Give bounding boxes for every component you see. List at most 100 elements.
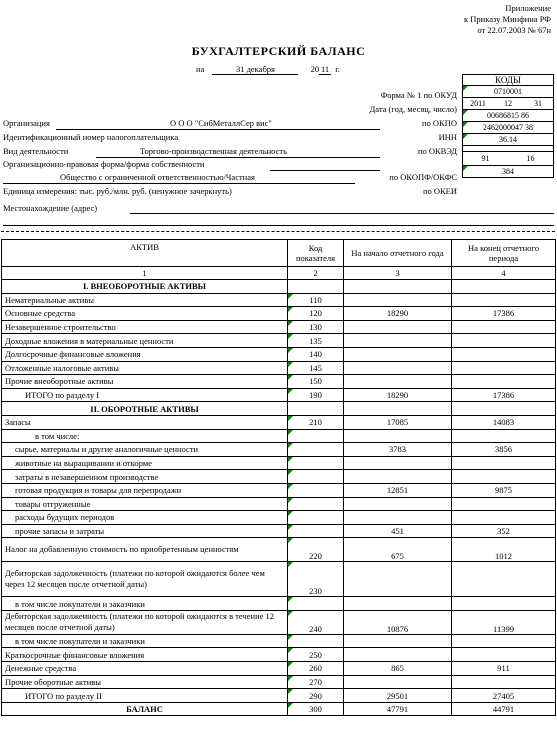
row-start bbox=[343, 360, 452, 376]
row-name: Незавершенное строительство bbox=[1, 319, 288, 335]
table-row: Доходные вложения в материальные ценност… bbox=[1, 333, 556, 348]
row-code: 190 bbox=[287, 387, 344, 403]
code-okud: 0710001 bbox=[462, 86, 554, 98]
code-okfs: 16 bbox=[526, 154, 535, 163]
header-code: Код показателя bbox=[287, 239, 344, 267]
row-end bbox=[451, 374, 556, 389]
row-start: 865 bbox=[343, 661, 452, 676]
section-title: II. ОБОРОТНЫЕ АКТИВЫ bbox=[1, 401, 288, 416]
row-name: товары отгруженные bbox=[1, 496, 288, 512]
code-date-day: 31 bbox=[534, 99, 542, 108]
row-end bbox=[451, 647, 556, 663]
balance-table: АКТИВ Код показателя На начало отчетного… bbox=[1, 239, 556, 717]
row-name: Отложенные налоговые активы bbox=[1, 360, 288, 376]
row-name: Основные средства bbox=[1, 306, 288, 321]
table-header-row: АКТИВ Код показателя На начало отчетного… bbox=[1, 239, 556, 267]
row-start bbox=[343, 319, 452, 335]
row-start: 29501 bbox=[343, 688, 452, 703]
row-code: 110 bbox=[287, 292, 344, 308]
code-okved: 36.14 bbox=[462, 134, 554, 146]
row-end bbox=[451, 292, 556, 308]
row-code: 270 bbox=[287, 674, 344, 690]
table-row: сырье, материалы и другие аналогичные це… bbox=[1, 442, 556, 457]
col-number: 4 bbox=[451, 266, 556, 280]
row-code: 220 bbox=[287, 537, 344, 563]
row-code: 120 bbox=[287, 306, 344, 321]
row-start bbox=[343, 346, 452, 362]
date-prefix: на bbox=[196, 64, 205, 74]
row-start: 451 bbox=[343, 523, 452, 539]
row-name: готовая продукция и товары для перепрода… bbox=[1, 482, 288, 498]
row-start: 18290 bbox=[343, 387, 452, 403]
label-inn-full: Идентификационный номер налогоплательщик… bbox=[3, 132, 179, 142]
table-row: в том числе покупатели и заказчики bbox=[1, 596, 556, 611]
row-start: 17085 bbox=[343, 414, 452, 430]
row-start bbox=[343, 596, 452, 611]
table-row: Дебиторская задолженность (платежи по ко… bbox=[1, 561, 556, 598]
label-legal-form: Организационно-правовая форма/форма собс… bbox=[3, 159, 205, 169]
row-code: 135 bbox=[287, 333, 344, 348]
row-code: 150 bbox=[287, 374, 344, 389]
code-okopf: 91 bbox=[481, 154, 490, 163]
row-code bbox=[287, 442, 344, 457]
code-inn: 2462000047 38 bbox=[462, 122, 554, 134]
row-code: 230 bbox=[287, 561, 344, 598]
table-row: готовая продукция и товары для перепрода… bbox=[1, 482, 556, 498]
table-row: расходы будущих периодов bbox=[1, 510, 556, 525]
row-name: Денежные средства bbox=[1, 661, 288, 676]
table-row: Налог на добавленную стоимость по приобр… bbox=[1, 537, 556, 563]
col-number: 3 bbox=[343, 266, 452, 280]
row-end bbox=[451, 510, 556, 525]
row-code bbox=[287, 596, 344, 611]
row-code: 290 bbox=[287, 688, 344, 703]
empty-cell bbox=[287, 401, 344, 416]
row-name: сырье, материалы и другие аналогичные це… bbox=[1, 442, 288, 457]
table-row: товары отгруженные bbox=[1, 496, 556, 512]
row-end bbox=[451, 469, 556, 484]
codes-box: КОДЫ 0710001 2011 12 31 00686815 86 2462… bbox=[462, 74, 554, 178]
code-okopf-okfs: 91 16 bbox=[462, 152, 554, 166]
row-name: в том числе покупатели и заказчики bbox=[1, 633, 288, 649]
row-end: 11399 bbox=[451, 609, 556, 635]
row-name: Доходные вложения в материальные ценност… bbox=[1, 333, 288, 348]
row-start bbox=[343, 510, 452, 525]
row-name: Нематериальные активы bbox=[1, 292, 288, 308]
row-start bbox=[343, 292, 452, 308]
code-okei: 384 bbox=[462, 166, 554, 178]
row-name: в том числе: bbox=[1, 428, 288, 444]
col-number: 2 bbox=[287, 266, 344, 280]
organization-name: О О О "СибМеталлСер вис" bbox=[170, 118, 272, 128]
row-end bbox=[451, 596, 556, 611]
row-end bbox=[451, 496, 556, 512]
date-year-unit: г. bbox=[335, 64, 340, 74]
row-start bbox=[343, 561, 452, 598]
row-end bbox=[451, 633, 556, 649]
row-code: 240 bbox=[287, 609, 344, 635]
row-start: 47791 bbox=[343, 701, 452, 717]
row-end: 9875 bbox=[451, 482, 556, 498]
row-name: расходы будущих периодов bbox=[1, 510, 288, 525]
row-code: 260 bbox=[287, 661, 344, 676]
label-okei: по ОКЕИ bbox=[422, 186, 457, 196]
row-end bbox=[451, 333, 556, 348]
row-code bbox=[287, 510, 344, 525]
row-name: Прочие оборотные активы bbox=[1, 674, 288, 690]
row-code: 250 bbox=[287, 647, 344, 663]
empty-cell bbox=[451, 401, 556, 416]
row-end bbox=[451, 561, 556, 598]
table-row: животные на выращивании и откорме bbox=[1, 455, 556, 471]
row-end: 17386 bbox=[451, 387, 556, 403]
table-number-row: 1 2 3 4 bbox=[1, 266, 556, 280]
row-start: 10876 bbox=[343, 609, 452, 635]
table-row: Дебиторская задолженность (платежи по ко… bbox=[1, 609, 556, 635]
row-start bbox=[343, 333, 452, 348]
row-code: 300 bbox=[287, 701, 344, 717]
